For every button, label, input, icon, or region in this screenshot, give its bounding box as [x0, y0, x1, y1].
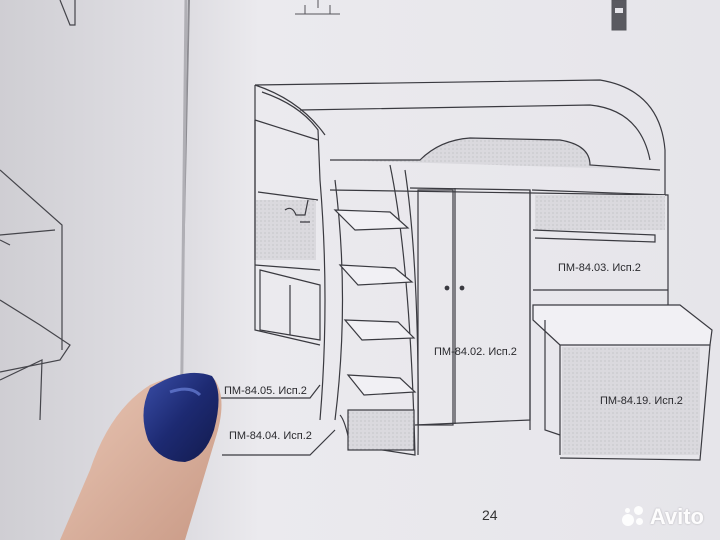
loft-bed-drawing: [220, 79, 713, 461]
label-pm-84-02: ПМ-84.02. Исп.2: [434, 346, 517, 358]
label-pm-84-03: ПМ-84.03. Исп.2: [558, 262, 641, 274]
finger-photo: [60, 372, 222, 540]
label-pm-84-19: ПМ-84.19. Исп.2: [600, 395, 683, 407]
page-number: 24: [482, 507, 498, 523]
avito-watermark: Avito: [621, 504, 704, 530]
watermark-text: Avito: [649, 504, 704, 529]
avito-logo-icon: [621, 506, 646, 528]
top-fragments: [295, 0, 627, 31]
label-pm-84-05: ПМ-84.05. Исп.2: [224, 385, 307, 397]
label-pm-84-04: ПМ-84.04. Исп.2: [229, 430, 312, 442]
left-page-drawing: [0, 0, 76, 421]
